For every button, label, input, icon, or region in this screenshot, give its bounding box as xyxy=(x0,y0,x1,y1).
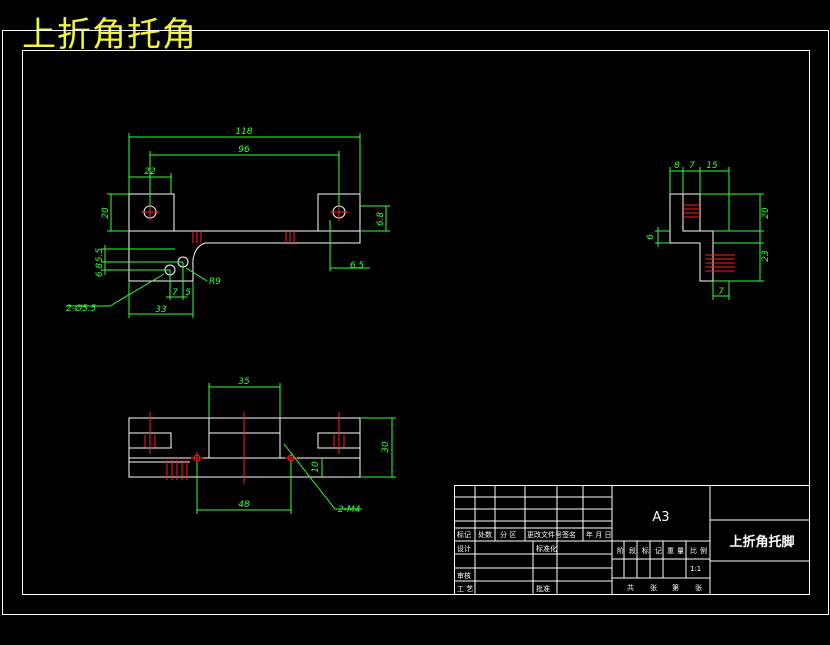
label-date: 年 月 日 xyxy=(586,530,611,539)
dim-10: 10 xyxy=(311,461,321,473)
scale-value: 1:1 xyxy=(690,565,701,573)
top-view: 35 30 10 48 2-M4 xyxy=(128,377,396,515)
drawing-title: 上折角托角 xyxy=(22,15,197,55)
front-view: 118 96 22 20 6.8 6.5 5.5 6.8 7 5 R9 2-Ø5… xyxy=(66,127,390,318)
label-standardize: 标准化 xyxy=(536,544,557,553)
stage-label: 例 xyxy=(700,546,707,555)
sheet-label: 张 xyxy=(695,583,702,592)
sheet-size: A3 xyxy=(652,510,669,525)
stage-label: 重 xyxy=(667,547,674,555)
outer-border xyxy=(2,30,829,615)
dim-5: 5 xyxy=(185,288,191,298)
front-outline xyxy=(128,193,361,282)
dim-6: 6 xyxy=(646,234,656,240)
label-zone: 分 区 xyxy=(500,530,516,539)
part-name: 上折角托脚 xyxy=(729,534,794,550)
sheet-label: 第 xyxy=(672,583,679,592)
dim-15: 15 xyxy=(706,161,718,171)
dim-7: 7 xyxy=(172,288,178,298)
stage-label: 阶 xyxy=(617,546,624,555)
dim-r9: R9 xyxy=(209,277,221,287)
stage-label: 段 xyxy=(629,546,636,555)
dim-7b: 7 xyxy=(718,287,724,297)
dim-20: 20 xyxy=(101,207,111,219)
label-count: 处数 xyxy=(478,530,492,539)
stage-label: 标 xyxy=(642,546,649,555)
dim-30: 30 xyxy=(381,441,391,453)
dim-35: 35 xyxy=(238,377,250,387)
stage-label: 比 xyxy=(690,546,697,555)
dim-96: 96 xyxy=(238,145,250,155)
dim-33: 33 xyxy=(155,305,167,315)
inner-border xyxy=(22,50,810,595)
title-block: 标记 处数 分 区 更改文件号 签名 年 月 日 设计 标准化 审核 工 艺 批… xyxy=(454,485,810,595)
sheet-label: 共 xyxy=(627,583,634,592)
dim-7: 7 xyxy=(689,161,695,171)
dim-118: 118 xyxy=(235,127,252,137)
dim-threads: 2-M4 xyxy=(338,505,361,515)
dim-8: 8 xyxy=(674,161,680,171)
stage-label: 记 xyxy=(655,547,662,555)
label-design: 设计 xyxy=(457,544,471,553)
label-doc-no: 更改文件号 xyxy=(527,530,562,539)
label-mark: 标记 xyxy=(457,530,471,539)
label-approve: 批准 xyxy=(536,584,550,593)
dim-6-8b: 6.8 xyxy=(95,263,105,278)
dim-6-5: 6.5 xyxy=(350,261,365,271)
side-view: 8 7 15 20 6 23 7 xyxy=(646,161,771,300)
label-signature: 签名 xyxy=(562,530,576,539)
sheet-label: 张 xyxy=(650,583,657,592)
stage-label: 量 xyxy=(677,547,684,555)
dim-22: 22 xyxy=(144,167,156,177)
dim-20: 20 xyxy=(761,207,771,219)
dim-holes: 2-Ø5.5 xyxy=(66,303,97,314)
dim-23: 23 xyxy=(761,250,771,262)
label-review: 审核 xyxy=(457,571,471,580)
label-process: 工 艺 xyxy=(457,585,473,593)
side-outline xyxy=(669,193,714,282)
dim-48: 48 xyxy=(238,500,250,510)
dim-5-5: 5.5 xyxy=(95,248,105,263)
dim-6-8: 6.8 xyxy=(376,212,386,227)
sheet-borders xyxy=(2,30,829,615)
